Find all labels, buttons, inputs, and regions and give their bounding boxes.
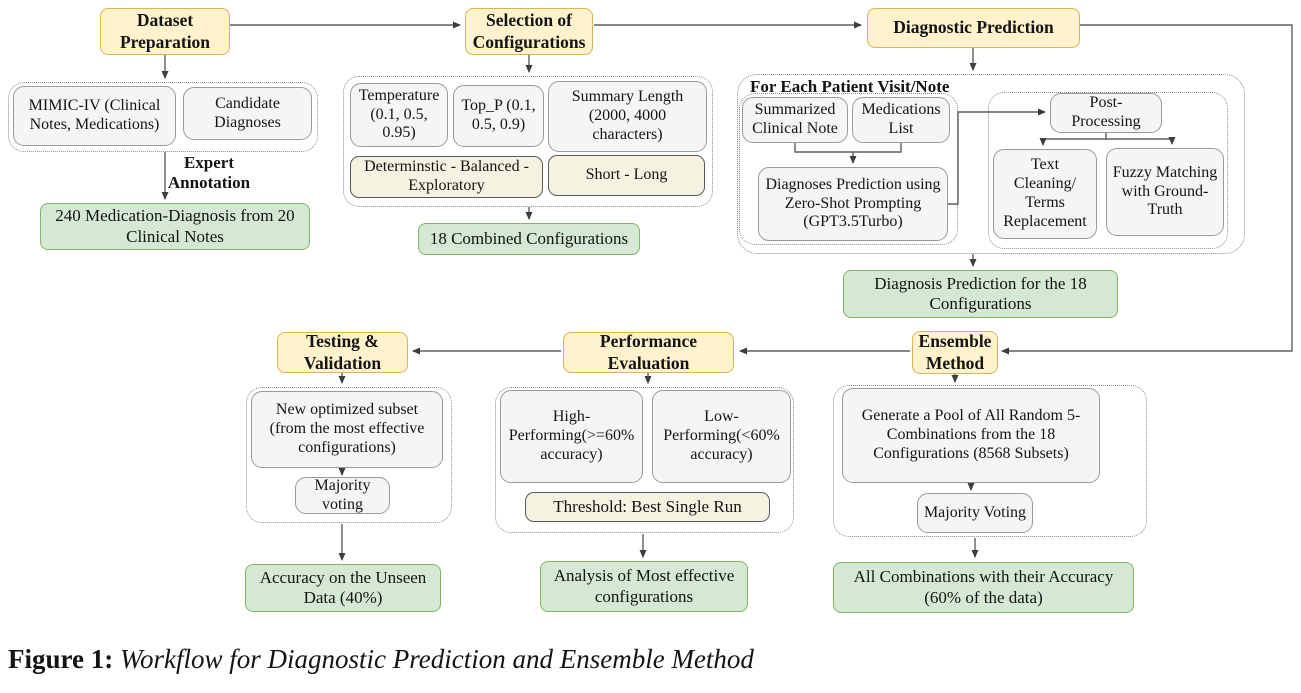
box-threshold-best-single-run: Threshold: Best Single Run: [525, 492, 770, 522]
header-selection-configurations: Selection of Configurations: [465, 8, 593, 55]
header-diagnostic-prediction: Diagnostic Prediction: [867, 8, 1080, 48]
box-high-performing: High-Performing(>=60% accuracy): [500, 390, 643, 483]
testing-group: [246, 387, 452, 523]
box-temperature: Temperature (0.1, 0.5, 0.95): [350, 83, 448, 147]
box-summary-length: Summary Length (2000, 4000 characters): [548, 81, 707, 152]
box-candidate-diagnoses: Candidate Diagnoses: [183, 87, 312, 140]
ensemble-group: [833, 385, 1147, 537]
box-majority-voting: Majority voting: [295, 477, 390, 514]
caption-title: Workflow for Diagnostic Prediction and E…: [119, 644, 754, 674]
box-summarized-clinical-note: Summarized Clinical Note: [742, 97, 848, 143]
selection-group: [343, 76, 713, 207]
box-text-cleaning: Text Cleaning/ Terms Replacement: [993, 149, 1097, 239]
header-testing-validation: Testing & Validation: [277, 331, 408, 373]
box-mimic-iv: MIMIC-IV (Clinical Notes, Medications): [13, 86, 176, 146]
box-deterministic-balanced-exploratory: Determinstic - Balanced - Exploratory: [350, 156, 543, 198]
dataset-group: [8, 82, 318, 152]
label-expert-annotation: Expert Annotation: [167, 153, 251, 192]
caption-label: Figure 1:: [8, 644, 114, 674]
output-analysis-effective-configs: Analysis of Most effective configuration…: [540, 561, 748, 612]
box-fuzzy-matching: Fuzzy Matching with Ground-Truth: [1106, 148, 1224, 236]
box-medications-list: Medications List: [852, 97, 950, 143]
header-performance-evaluation: Performance Evaluation: [563, 331, 734, 373]
box-new-optimized-subset: New optimized subset (from the most effe…: [251, 391, 443, 468]
performance-group: [495, 387, 794, 533]
box-low-performing: Low-Performing(<60% accuracy): [652, 390, 791, 483]
output-all-combinations: All Combinations with their Accuracy (60…: [833, 562, 1134, 613]
box-short-long: Short - Long: [548, 155, 705, 196]
box-generate-pool: Generate a Pool of All Random 5-Combinat…: [842, 388, 1100, 483]
box-majority-voting-ensemble: Majority Voting: [917, 493, 1033, 533]
label-for-each-patient-visit: For Each Patient Visit/Note: [750, 77, 950, 96]
output-annotated-dataset: 240 Medication-Diagnosis from 20 Clinica…: [40, 203, 310, 250]
output-diagnosis-prediction-18: Diagnosis Prediction for the 18 Configur…: [843, 270, 1118, 318]
header-dataset-preparation: Dataset Preparation: [100, 8, 230, 55]
box-top-p: Top_P (0.1, 0.5, 0.9): [453, 85, 544, 147]
header-ensemble-method: Ensemble Method: [912, 331, 998, 374]
output-accuracy-unseen: Accuracy on the Unseen Data (40%): [245, 564, 441, 612]
output-18-configurations: 18 Combined Configurations: [418, 223, 640, 255]
box-post-processing: Post-Processing: [1050, 93, 1162, 133]
box-diagnoses-prediction: Diagnoses Prediction using Zero-Shot Pro…: [758, 167, 948, 241]
figure-caption: Figure 1: Workflow for Diagnostic Predic…: [8, 644, 754, 675]
